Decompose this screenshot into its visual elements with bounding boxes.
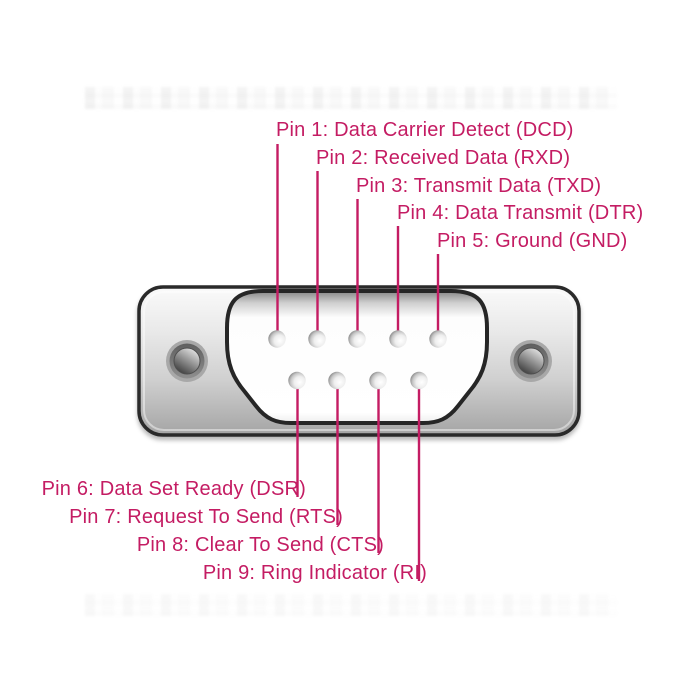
pin-9-label: Pin 9: Ring Indicator (RI)	[202, 562, 427, 584]
pin-2-dot	[308, 330, 326, 348]
pin-2-label: Pin 2: Received Data (RXD)	[316, 147, 571, 169]
pin-3-dot	[348, 330, 366, 348]
pin-4-dot	[389, 330, 407, 348]
pin-5-dot	[429, 330, 447, 348]
pin-8-label: Pin 8: Clear To Send (CTS)	[136, 534, 384, 556]
screw-right	[510, 340, 552, 382]
pin-5-label: Pin 5: Ground (GND)	[437, 230, 628, 252]
pin-6-dot	[288, 371, 306, 390]
pin-7-dot	[328, 371, 346, 390]
pin-8-dot	[369, 371, 387, 390]
pin-1-label: Pin 1: Data Carrier Detect (DCD)	[276, 119, 574, 141]
screw-left-face	[173, 347, 201, 375]
background-artifact-band-bottom	[85, 594, 617, 616]
screw-left	[166, 340, 208, 382]
pin-4-label: Pin 4: Data Transmit (DTR)	[397, 202, 644, 224]
pin-6-label: Pin 6: Data Set Ready (DSR)	[41, 478, 306, 500]
pin-3-label: Pin 3: Transmit Data (TXD)	[356, 175, 602, 197]
pin-7-label: Pin 7: Request To Send (RTS)	[69, 506, 343, 528]
connector-opening	[225, 289, 489, 425]
background-artifact-band-top	[85, 87, 617, 109]
pin-9-dot	[410, 371, 428, 390]
screw-right-face	[517, 347, 545, 375]
pin-1-dot	[268, 330, 286, 348]
